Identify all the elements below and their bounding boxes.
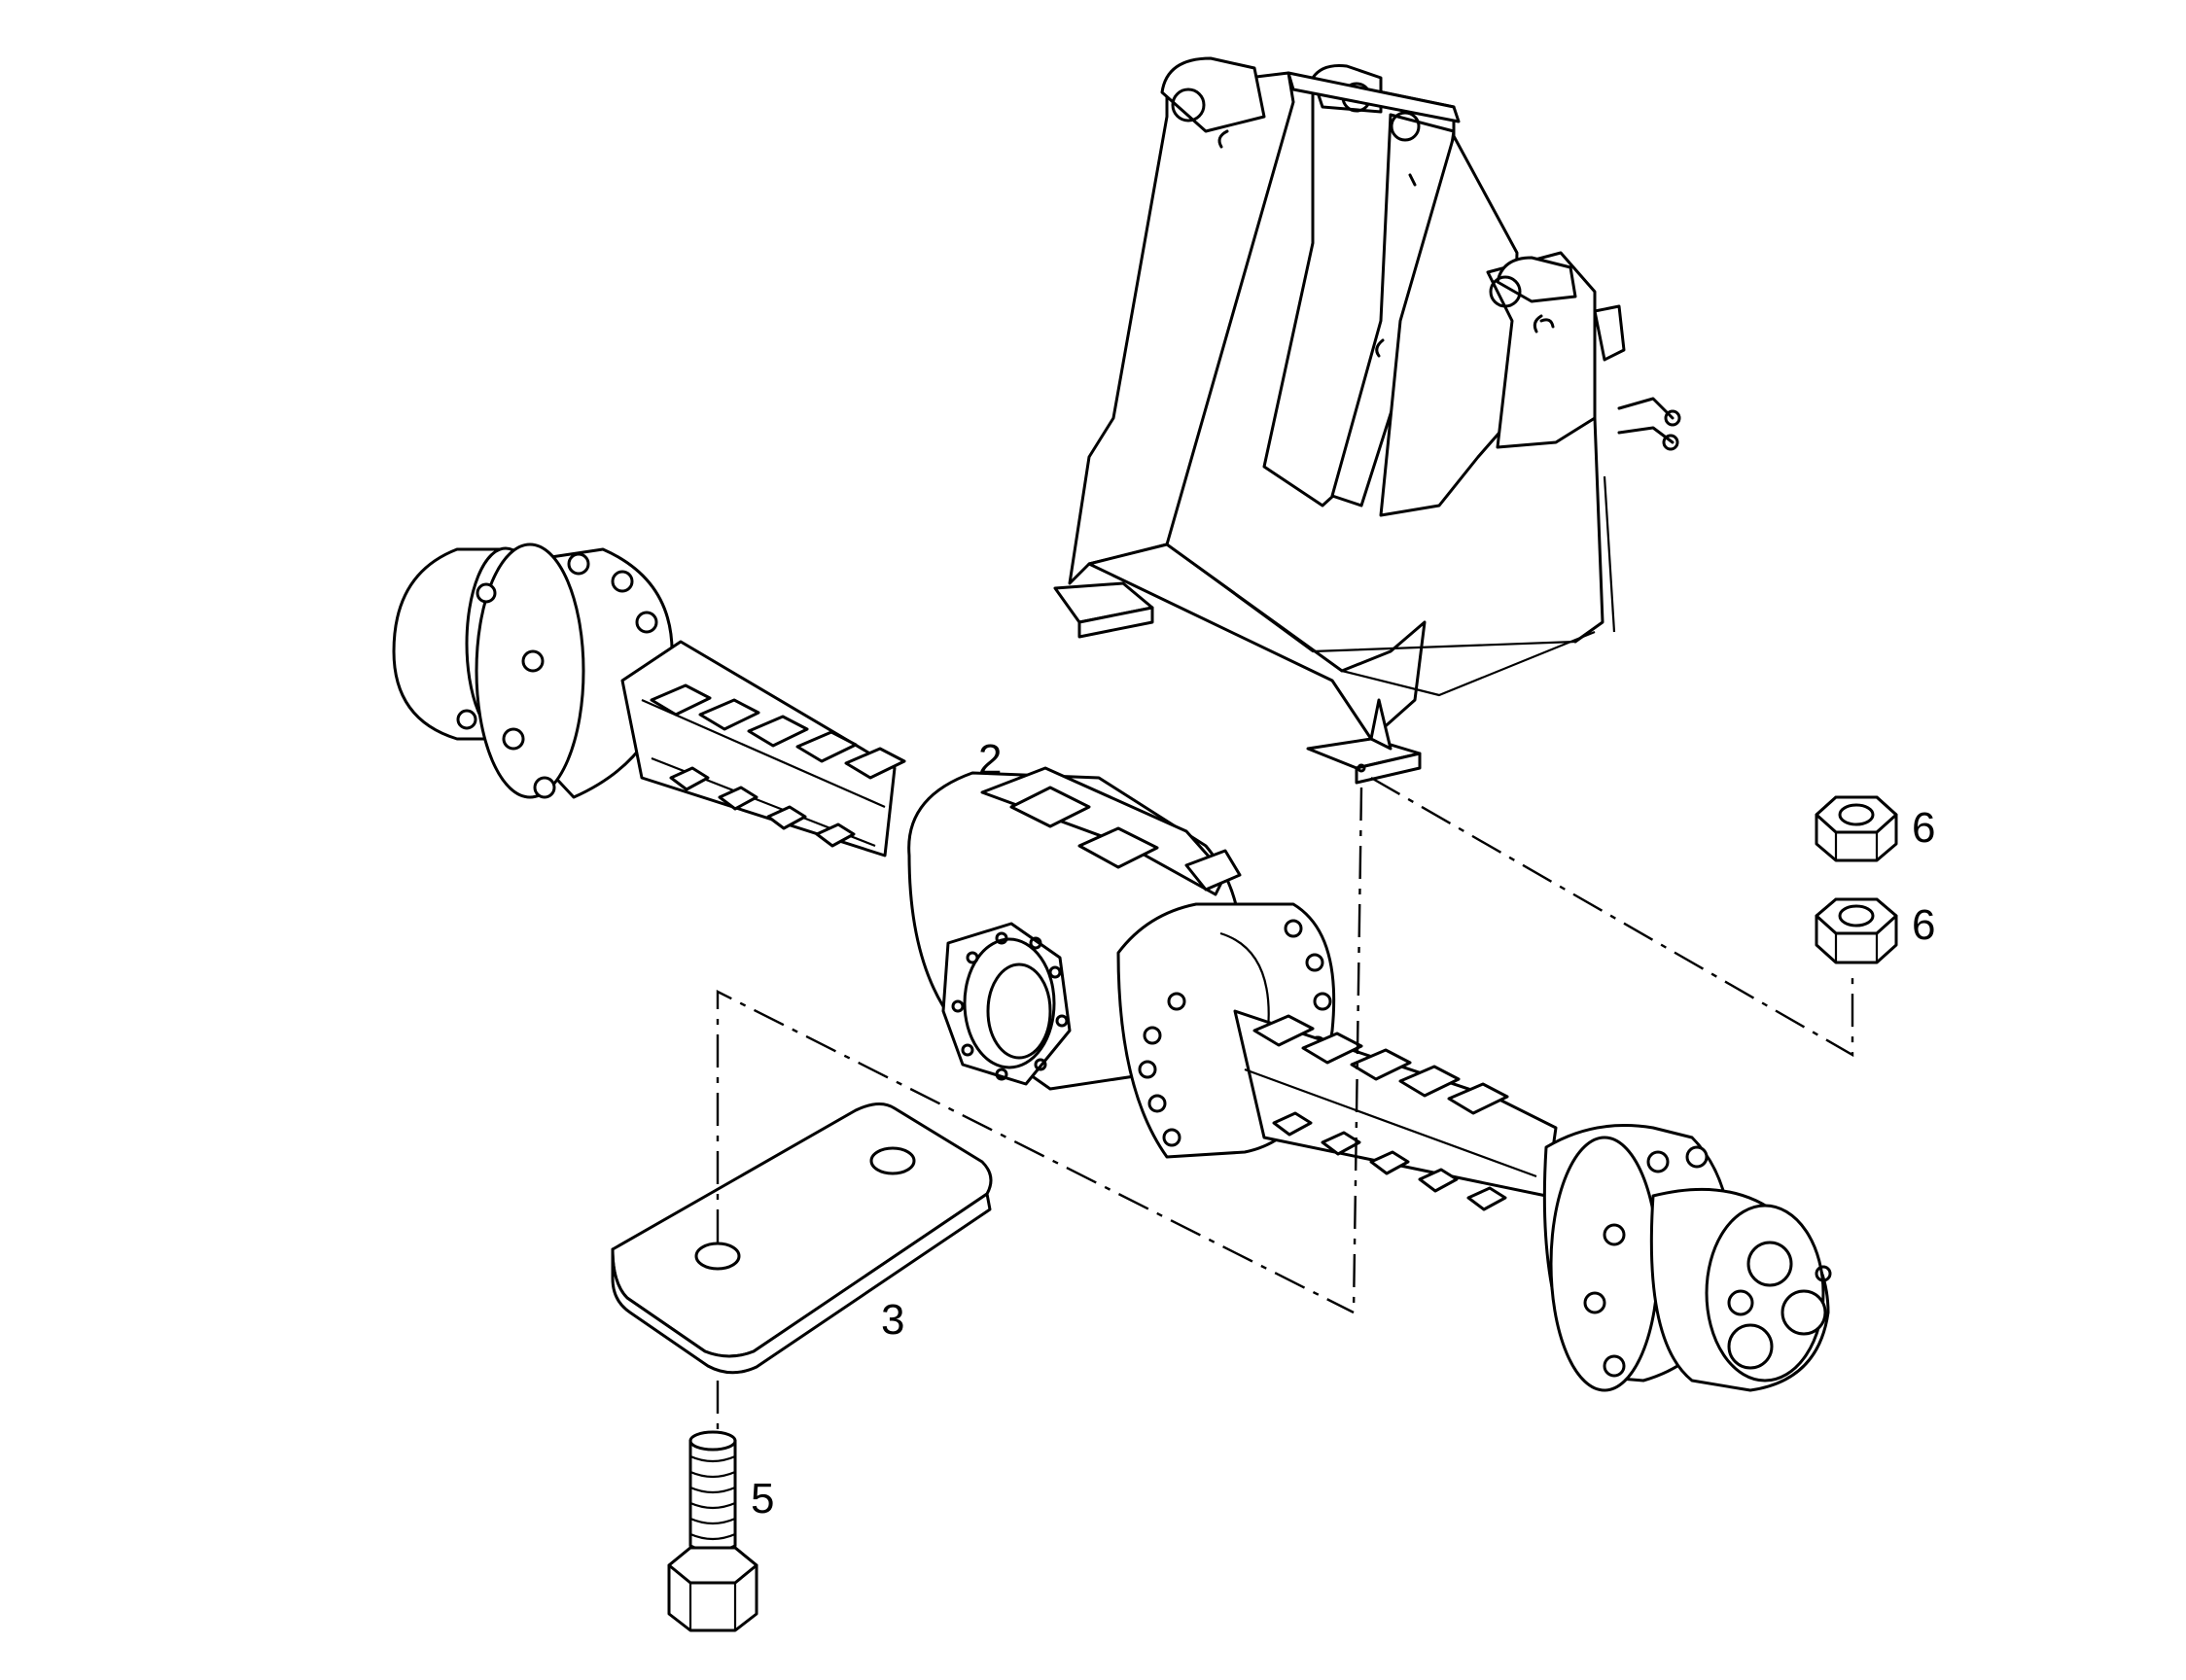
left-hub-bolts: [456, 552, 658, 799]
hex-nut-lower: [1815, 897, 1898, 964]
hex-bolt: [667, 1430, 758, 1632]
axle-assembly: [392, 542, 1832, 1392]
yoke-bolts: [951, 931, 1069, 1081]
mounting-plate: [611, 1102, 993, 1375]
callout-2: 2: [978, 736, 1002, 784]
hex-nut-upper: [1815, 795, 1898, 862]
callout-6-lower: 6: [1912, 901, 1935, 949]
assembly-centerlines: [716, 776, 1854, 1429]
callout-6-upper: 6: [1912, 804, 1935, 852]
callout-5: 5: [751, 1475, 774, 1522]
right-tube-fins: [1252, 1014, 1509, 1211]
mounting-bracket: [1053, 56, 1681, 785]
left-tube-fins: [650, 683, 906, 848]
callout-3: 3: [881, 1296, 904, 1344]
right-hub-bolts: [1583, 1145, 1709, 1378]
